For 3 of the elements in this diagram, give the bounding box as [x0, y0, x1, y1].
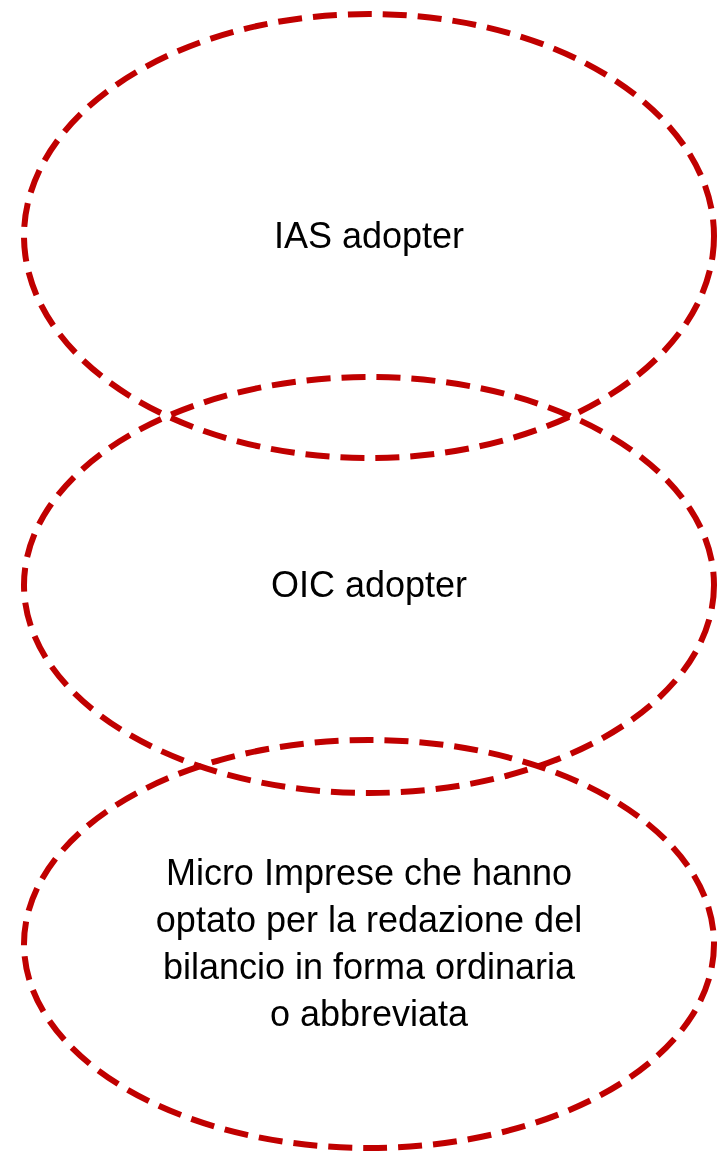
ellipse-label: OIC adopter	[269, 562, 469, 607]
ellipse-label: IAS adopter	[272, 213, 466, 258]
ellipse-label: Micro Imprese che hanno optato per la redazione del bilancio in forma ordinaria o abbreviata	[154, 851, 584, 1036]
